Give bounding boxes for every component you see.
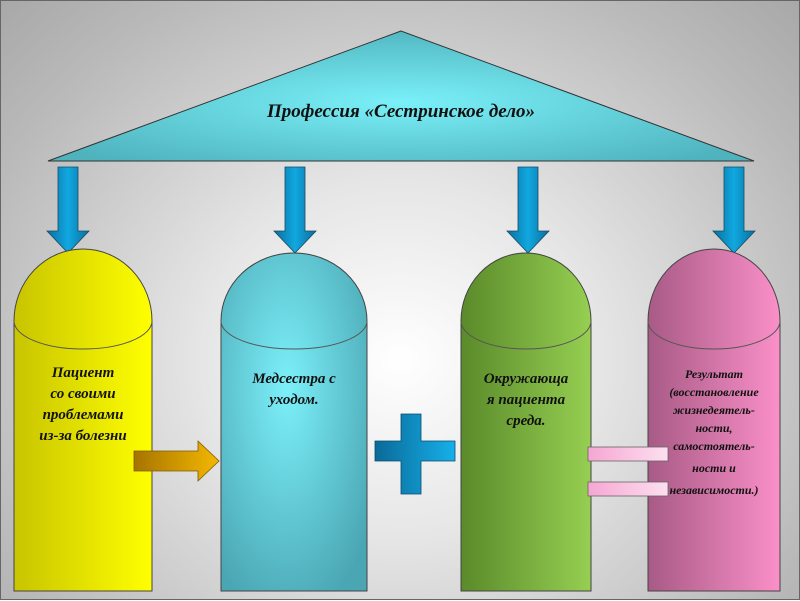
text-line: Результат	[685, 367, 743, 381]
plus-icon	[374, 413, 456, 495]
text-line: среда.	[506, 413, 546, 429]
text-line: уходом.	[269, 392, 319, 408]
text-line: из-за болезни	[39, 428, 127, 444]
text-line: я пациента	[486, 392, 566, 408]
text-line: (восстановление	[669, 385, 759, 399]
down-arrow-icon	[506, 166, 550, 254]
column-nurse	[220, 252, 368, 592]
text-line: Медсестра с	[252, 371, 336, 387]
column-nurse-text: Медсестра с уходом.	[221, 369, 367, 411]
column-patient	[13, 248, 153, 592]
down-arrow-icon	[46, 166, 90, 254]
down-arrow-icon	[712, 166, 756, 254]
text-line: самостоятель-	[673, 439, 755, 453]
text-line: Пациент	[51, 365, 115, 381]
diagram-title: Профессия «Сестринское дело»	[266, 101, 535, 122]
text-line: ности и	[692, 461, 736, 475]
column-result	[647, 248, 781, 592]
text-line: со своими	[50, 386, 116, 402]
column-result-text: Результат (восстановление жизнедеятель- …	[648, 365, 780, 499]
column-patient-text: Пациент со своими проблемами из-за болез…	[14, 363, 152, 447]
equals-bar-top	[587, 446, 669, 462]
down-arrow-icon	[273, 166, 317, 254]
column-environment-text: Окружающа я пациента среда.	[461, 369, 591, 432]
roof-triangle	[47, 30, 755, 162]
column-environment	[460, 252, 592, 592]
text-line: независимости.)	[669, 483, 759, 497]
right-arrow-icon	[133, 440, 220, 482]
text-line: жизнедеятель-	[673, 403, 755, 417]
text-line: ности,	[695, 421, 733, 435]
equals-bar-bottom	[587, 481, 669, 497]
text-line: Окружающа	[483, 371, 569, 387]
text-line: проблемами	[42, 407, 124, 423]
